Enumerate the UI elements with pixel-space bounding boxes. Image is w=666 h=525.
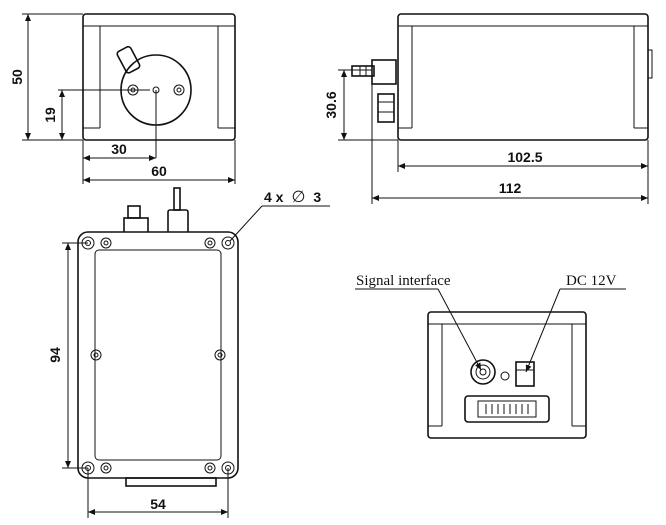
back-view (355, 288, 626, 439)
dim-front-hole-offset: 30 (111, 141, 127, 157)
dim-front-hole-height: 19 (42, 107, 58, 123)
dim-side-total-length: 112 (499, 180, 522, 196)
signal-interface-label: Signal interface (356, 273, 451, 289)
dim-side-body-length: 102.5 (507, 149, 542, 165)
dim-top-length: 94 (47, 347, 63, 363)
top-view (62, 187, 330, 518)
diameter-symbol: ∅ (291, 189, 305, 206)
mount-hole-count: 4 x (264, 189, 284, 205)
side-view (338, 13, 653, 204)
front-view (22, 13, 236, 184)
dim-top-width: 54 (150, 496, 166, 512)
dim-side-height: 30.6 (323, 91, 339, 118)
dim-mount-holes: 4 x ∅ 3 (264, 189, 321, 206)
dc-power-label: DC 12V (566, 273, 617, 289)
dim-front-height: 50 (9, 69, 25, 85)
dim-front-width: 60 (151, 163, 167, 179)
mount-hole-diameter: 3 (313, 189, 321, 205)
